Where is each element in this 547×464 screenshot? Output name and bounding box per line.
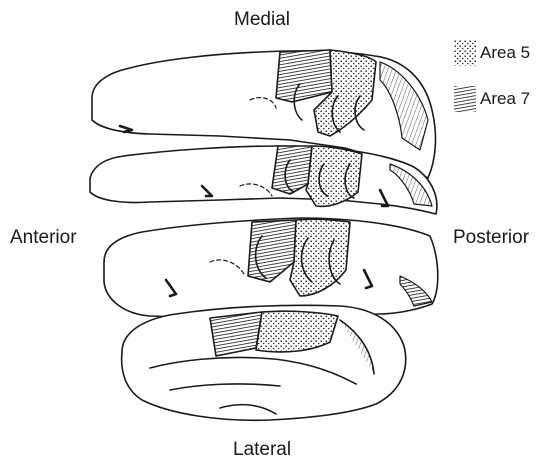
slice-second [90,146,437,214]
slice-third [104,218,438,318]
slice-lateral [122,305,406,420]
